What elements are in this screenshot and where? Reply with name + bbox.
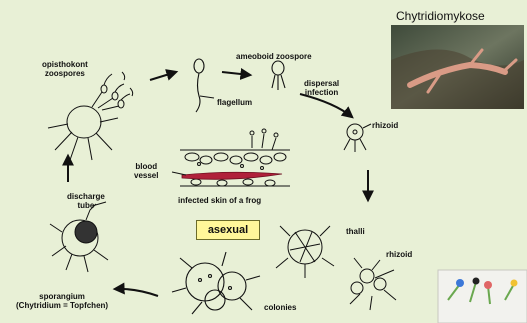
opisthokont-zoospore-cluster: [48, 72, 133, 160]
label-discharge-tube: discharge tube: [67, 192, 105, 210]
label-sporangium: sporangium (Chytridium = Topfchen): [16, 292, 108, 310]
label-line: zoospores: [42, 69, 88, 78]
sporangium: [50, 204, 108, 272]
blood-vessel: [182, 172, 282, 179]
label-line: opisthokont: [42, 60, 88, 69]
label-line: infection: [304, 88, 339, 97]
label-rhizoid-top: rhizoid: [372, 121, 398, 130]
photo-title: Chytridiomykose: [396, 9, 485, 23]
label-line: discharge: [67, 192, 105, 201]
rhizoid-cell: [344, 124, 371, 152]
arrow-amoeboid-to-ameboid: [222, 72, 250, 75]
label-line: dispersal: [304, 79, 339, 88]
flagellate-zoospore: [194, 59, 214, 112]
label-line: sporangium: [16, 292, 108, 301]
label-thalli: thalli: [346, 227, 365, 236]
thalli-colony: [276, 226, 334, 278]
asexual-label: asexual: [196, 220, 260, 240]
arrow-dispersal: [300, 94, 352, 117]
label-rhizoid-lower: rhizoid: [386, 250, 412, 259]
rhizoid-group: [350, 258, 396, 310]
colonies-cluster: [172, 252, 260, 314]
label-colonies: colonies: [264, 303, 296, 312]
label-line: blood: [134, 162, 158, 171]
label-dispersal-infection: dispersal infection: [304, 79, 339, 97]
label-line: tube: [67, 201, 105, 210]
label-flagellum: flagellum: [217, 98, 252, 107]
label-opisthokont-zoospores: opisthokont zoospores: [42, 60, 88, 78]
label-blood-vessel: blood vessel: [134, 162, 158, 180]
label-line: vessel: [134, 171, 158, 180]
arrow-opisthokont-to-amoeboid: [150, 72, 176, 80]
frog-photo: [391, 25, 524, 109]
arrow-colonies-to-sporangium: [115, 289, 158, 296]
label-ameboid-zoospore: ameoboid zoospore: [236, 52, 312, 61]
blood-vessel-pointer: [172, 172, 186, 175]
label-infected-skin: infected skin of a frog: [178, 196, 261, 205]
label-line: (Chytridium = Topfchen): [16, 301, 108, 310]
ameboid-zoospore: [272, 61, 285, 90]
fungi-photo: [438, 270, 527, 323]
